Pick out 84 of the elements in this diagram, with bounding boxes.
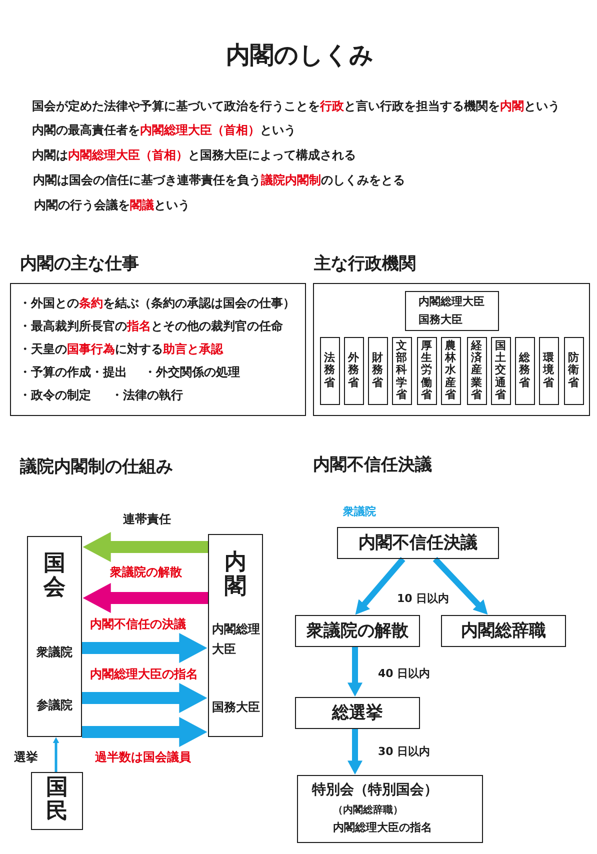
intro-sentence: 国会が定めた法律や予算に基づいて政治を行うことを行政と言い行政を担当する機関を内閣という xyxy=(32,98,560,114)
ministry-name: 農林水産省 xyxy=(445,340,456,401)
ministry-name: 防衛省 xyxy=(568,352,579,389)
step-text: 衆議院の解散 xyxy=(306,620,408,642)
step-box xyxy=(441,615,566,647)
task-item: ・予算の作成・提出 xyxy=(19,364,127,380)
ministry-box xyxy=(344,336,364,404)
arrow xyxy=(355,557,406,615)
ministry-name: 環境省 xyxy=(543,352,554,389)
chamber-label: 参議院 xyxy=(36,697,72,714)
task-item: ・外交関係の処理 xyxy=(144,364,240,380)
ministry-name: 外務省 xyxy=(348,352,359,389)
step-text: 内閣不信任決議 xyxy=(358,532,478,554)
step-box xyxy=(297,775,483,843)
step-text: （内閣総辞職） xyxy=(333,804,403,818)
member-label: 国務大臣 xyxy=(418,312,462,328)
block-arrow xyxy=(82,634,208,662)
ministry-box xyxy=(440,336,460,404)
citizens-box xyxy=(31,772,83,830)
step-box xyxy=(295,697,420,729)
chamber-label: 衆議院 xyxy=(343,504,376,519)
block-arrow xyxy=(82,718,208,746)
member-label: 国務大臣 xyxy=(212,699,260,716)
ministry-name: 厚生労働省 xyxy=(421,340,432,401)
task-item: ・外国との条約を結ぶ（条約の承認は国会の仕事） xyxy=(19,295,295,312)
ministry-name: 国土交通省 xyxy=(495,340,506,401)
intro-sentence: 内閣は内閣総理大臣（首相）と国務大臣によって構成される xyxy=(32,147,356,163)
block-arrow xyxy=(82,684,208,712)
task-item: ・政令の制定 xyxy=(19,387,91,404)
block-arrow xyxy=(82,533,208,561)
intro-sentence: 内閣の最高責任者を内閣総理大臣（首相）という xyxy=(32,122,296,138)
ministry-box xyxy=(514,336,534,404)
ministry-box xyxy=(368,336,388,404)
edge-label: 30 日以内 xyxy=(378,744,430,760)
section-heading: 内閣不信任決議 xyxy=(313,454,432,476)
chamber-label: 衆議院 xyxy=(36,644,72,660)
task-item: ・法律の執行 xyxy=(111,387,183,404)
step-text: 内閣総理大臣の指名 xyxy=(333,821,432,836)
edge-label: 衆議院の解散 xyxy=(110,564,182,580)
section-heading: 議院内閣制の仕組み xyxy=(20,456,173,478)
diet-box xyxy=(27,536,82,737)
block-arrow xyxy=(82,584,208,612)
intro-sentence: 内閣の行う会議を閣議という xyxy=(34,197,190,213)
citizens-title: 国民 xyxy=(46,776,68,824)
arrow xyxy=(348,729,362,775)
step-box xyxy=(337,527,499,559)
cabinet-title: 内閣 xyxy=(224,551,246,600)
member-label: 内閣総理大臣 xyxy=(418,294,484,310)
intro-sentence: 内閣は国会の信任に基づき連帯責任を負う議院内閣制のしくみをとる xyxy=(33,172,405,188)
panel-heading: 内閣の主な仕事 xyxy=(20,253,139,275)
step-text: 総選挙 xyxy=(332,702,383,724)
task-item: ・最高裁判所長官の指名とその他の裁判官の任命 xyxy=(19,318,283,334)
member-label: 内閣総理大臣 xyxy=(212,621,260,658)
ministry-box xyxy=(466,336,486,404)
step-text: 内閣総辞職 xyxy=(461,620,546,642)
ministry-name: 経済産業省 xyxy=(471,340,482,401)
panel-heading: 主な行政機関 xyxy=(314,253,416,275)
task-item: ・天皇の国事行為に対する助言と承認 xyxy=(19,341,223,358)
time-limit-label: 10 日以内 xyxy=(397,591,450,606)
page-title: 内閣のしくみ xyxy=(226,40,374,70)
step-box xyxy=(295,615,420,647)
cabinet-leaders-box xyxy=(404,290,498,330)
ministry-name: 文部科学省 xyxy=(396,340,407,401)
ministry-name: 法務省 xyxy=(324,352,335,389)
ministry-box xyxy=(538,336,558,404)
ministry-box xyxy=(490,336,510,404)
edge-label: 連帯責任 xyxy=(123,511,171,527)
arrow xyxy=(348,647,362,697)
ministry-box xyxy=(564,336,584,404)
ministry-box xyxy=(416,336,436,404)
edge-label: 40 日以内 xyxy=(378,666,430,682)
step-text: 特別会（特別国会） xyxy=(312,781,438,800)
cabinet-box xyxy=(208,534,263,737)
ministry-box xyxy=(392,336,412,404)
edge-label: 過半数は国会議員 xyxy=(95,749,191,765)
edge-label: 内閣総理大臣の指名 xyxy=(90,666,198,682)
ministry-name: 財務省 xyxy=(372,352,383,389)
arrow xyxy=(53,737,59,772)
ministry-box xyxy=(320,336,340,404)
arrow xyxy=(432,556,488,615)
ministry-name: 総務省 xyxy=(519,352,530,389)
diet-title: 国会 xyxy=(44,552,66,600)
edge-label: 内閣不信任の決議 xyxy=(90,616,186,632)
edge-label: 選挙 xyxy=(14,749,38,765)
